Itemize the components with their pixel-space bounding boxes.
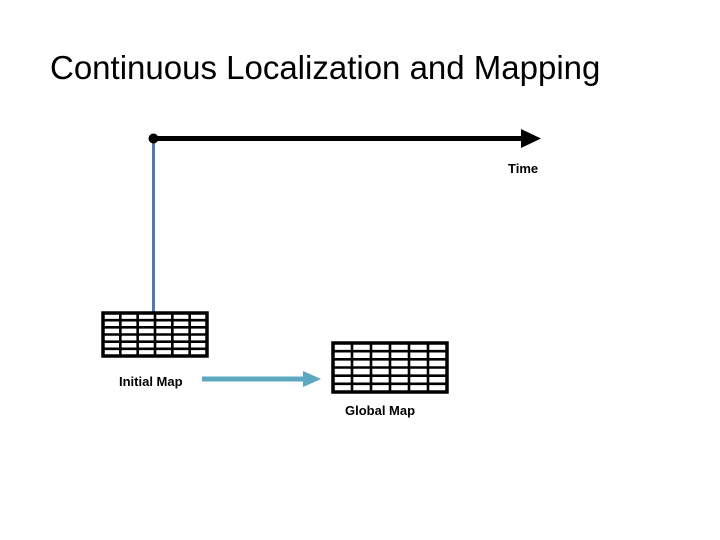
- transition-arrow-head-icon: [303, 371, 321, 387]
- page-title: Continuous Localization and Mapping: [50, 49, 601, 86]
- initial-map-label: Initial Map: [119, 374, 183, 389]
- timeline-label: Time: [508, 161, 539, 176]
- timeline-arrow-head-icon: [521, 129, 541, 148]
- initial-map-grid: [101, 311, 209, 358]
- transition-arrow: [202, 371, 321, 387]
- global-map-label: Global Map: [345, 403, 416, 418]
- timeline-origin-dot-icon: [148, 133, 159, 144]
- global-map-grid: [331, 341, 449, 394]
